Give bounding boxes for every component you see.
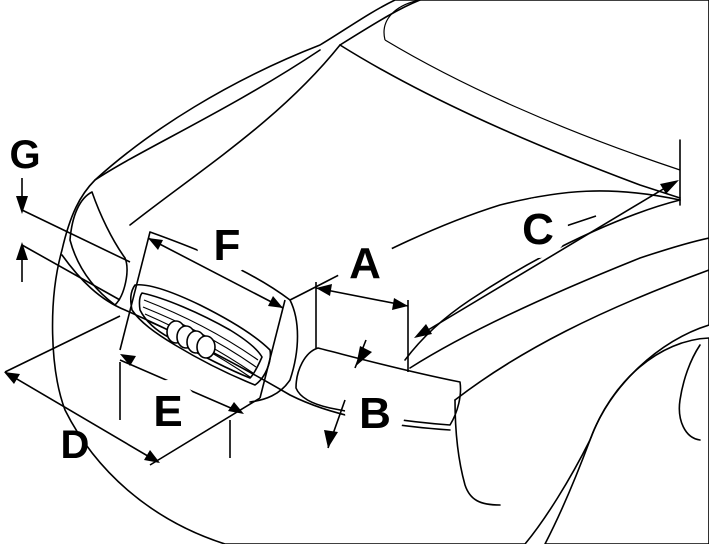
- label-f: F: [197, 214, 257, 274]
- label-g-text: G: [9, 133, 40, 177]
- right-headlight: [295, 347, 462, 426]
- fender-line: [409, 237, 709, 369]
- wheel-arch-lip: [678, 344, 701, 441]
- cowl-line: [404, 199, 681, 361]
- label-e: E: [138, 380, 198, 440]
- label-b-text: B: [359, 389, 391, 438]
- label-c: C: [508, 198, 568, 258]
- wheel-arch: [544, 337, 709, 544]
- hood-crease: [129, 44, 341, 226]
- dimension-b: [324, 339, 372, 449]
- brand-rings-logo: [166, 320, 216, 359]
- fender-front-edge: [454, 399, 501, 506]
- label-b: B: [345, 382, 405, 442]
- label-d-text: D: [61, 423, 90, 467]
- dimension-d: [4, 315, 261, 466]
- grille: [129, 283, 272, 386]
- windshield-lower: [339, 44, 681, 199]
- dimension-c: [414, 180, 679, 338]
- label-a-text: A: [349, 239, 381, 288]
- dimension-g: [16, 178, 131, 301]
- windshield-edge: [339, 0, 421, 46]
- windshield-inner: [383, 0, 421, 41]
- label-e-text: E: [153, 387, 182, 436]
- grille-surround: [249, 299, 299, 403]
- label-a: A: [335, 232, 395, 292]
- dimension-a: [315, 282, 409, 372]
- fender-lower-line: [454, 269, 709, 401]
- windshield-glass: [384, 39, 681, 171]
- label-f-text: F: [214, 221, 241, 270]
- dimension-f: [119, 231, 286, 399]
- hood-crease-left: [94, 49, 321, 181]
- label-c-text: C: [522, 205, 554, 254]
